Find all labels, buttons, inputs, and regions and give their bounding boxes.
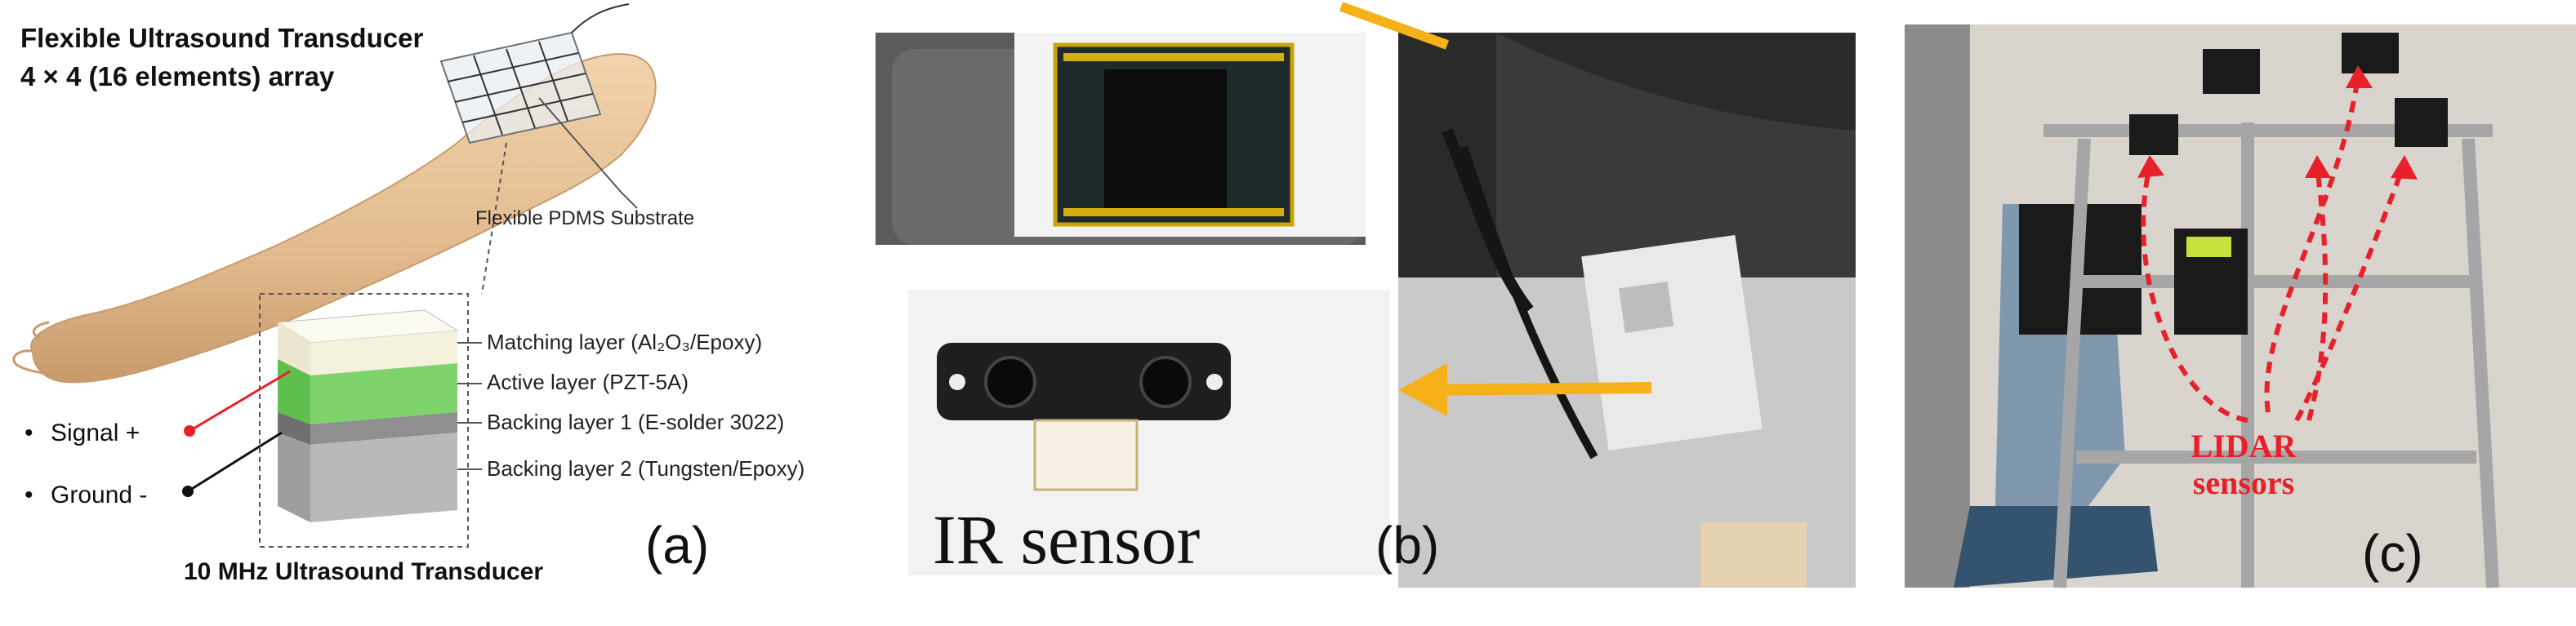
lidar-pointer-arrows [2141,77,2405,423]
ir-sensor-connector [1033,419,1139,491]
ground-label: Ground - [51,482,147,508]
ir-sensor-card [908,290,1390,575]
panel-a: Flexible Ultrasound Transducer 4 × 4 (16… [0,0,882,626]
matching-layer-block [310,331,457,375]
lidar-sensor-left [2129,114,2178,155]
signal-label: Signal + [51,420,140,446]
transducer-title-line1: Flexible Ultrasound Transducer [20,23,423,53]
lidar-sensor-top-left [2203,49,2260,94]
backing-layer-2-block [310,433,457,522]
signal-wire [189,370,291,433]
backing-layer-1-block [310,412,457,445]
stack-zoom-box [259,293,469,548]
lidar-sensor-top-right [2342,33,2399,73]
panel-letter-c: (c) [2362,524,2423,583]
ground-bullet: • [25,482,33,508]
panel-a-illustration: Flexible Ultrasound Transducer 4 × 4 (16… [12,3,804,585]
signal-terminal-dot [184,425,195,437]
panel-b: IR sensor (b) [876,0,1856,626]
transducer-footer: 10 MHz Ultrasound Transducer [184,558,543,585]
substrate-label: Flexible PDMS Substrate [475,207,694,229]
board-pointer-line [1339,2,1450,50]
layer-label-backing-2: Backing layer 2 (Tungsten/Epoxy) [487,456,804,481]
panel-letter-b: (b) [1375,516,1439,575]
transducer-layer-stack [276,309,459,522]
ir-pointer-arrow-shaft [1414,382,1652,396]
layer-label-matching: Matching layer (Al₂O₃/Epoxy) [487,330,762,354]
walker-frame [2043,122,2499,588]
transducer-title-line2: 4 × 4 (16 elements) array [20,61,335,91]
panel-letter-a: (a) [645,516,709,575]
board-chip [1104,69,1227,208]
layer-label-active: Active layer (PZT-5A) [487,370,689,394]
signal-bullet: • [25,420,33,446]
panel-b-photo: IR sensor (b) [876,2,1856,588]
layer-label-backing-1: Backing layer 1 (E-solder 3022) [487,410,784,434]
ground-wire [187,431,283,493]
ir-sensor-caption: IR sensor [933,500,1200,579]
panel-c: LIDAR sensors (c) [1905,0,2576,626]
lidar-label-line1: LIDAR [2191,428,2297,464]
active-layer-block [310,363,457,424]
panel-c-photo: LIDAR sensors (c) [1905,24,2576,588]
lidar-sensor-right [2395,98,2448,147]
ground-terminal-dot [182,486,194,497]
arm-illustration [12,3,657,384]
lidar-label-line2: sensors [2193,464,2294,501]
ir-sensor-mount [1581,234,1763,451]
ir-pointer-arrow-head [1398,363,1447,416]
